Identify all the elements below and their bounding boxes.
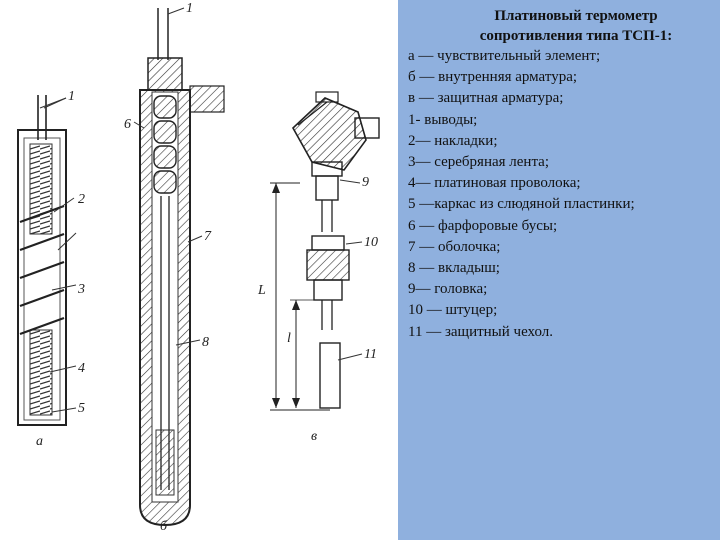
dimension-l: l (287, 331, 291, 346)
callout-b-1: 1 (186, 1, 193, 16)
callout-a-4: 4 (78, 361, 85, 376)
callout-a-5: 5 (78, 401, 85, 416)
callout-a-3: 3 (77, 282, 85, 297)
panel-letter-v: в (311, 429, 317, 444)
legend-panel: Платиновый термометр сопротивления типа … (398, 0, 720, 540)
callout-v-10: 10 (364, 235, 378, 250)
panel-letter-b: б (160, 519, 168, 534)
legend-item: 7 — оболочка; (408, 238, 501, 255)
protective-armature-drawing: 9 10 11 L l в (257, 91, 380, 444)
legend-item: 10 — штуцер; (408, 302, 498, 319)
legend-item: 4— платиновая проволока; (408, 175, 581, 192)
legend-item: 5 —каркас из слюдяной пластинки; (408, 196, 635, 213)
legend-item: 9— головка; (408, 281, 488, 298)
callout-v-9: 9 (362, 175, 369, 190)
dimension-L: L (257, 283, 266, 298)
callout-b-7: 7 (204, 229, 212, 244)
title-line-2: сопротивления типа ТСП-1: (479, 28, 673, 44)
legend-item: 8 — вкладыш; (408, 260, 500, 277)
legend-item: 2— накладки; (408, 132, 498, 149)
sensing-element-drawing: 1 2 3 4 5 а (17, 89, 85, 449)
thermometer-drawing: 1 2 3 4 5 а 1 6 7 8 б (17, 1, 380, 534)
inner-armature-drawing: 1 6 7 8 б (124, 1, 225, 534)
legend-item: а — чувствительный элемент; (408, 48, 601, 64)
title-line-1: Платиновый термометр (494, 8, 658, 24)
legend-item: 1- выводы; (408, 111, 478, 128)
legend-item: в — защитная арматура; (408, 90, 564, 107)
legend-item: 11 — защитный чехол. (408, 323, 554, 340)
callout-a-2: 2 (78, 192, 85, 207)
panel-letter-a: а (36, 434, 43, 449)
callout-b-8: 8 (202, 335, 209, 350)
legend-item: 3— серебряная лента; (408, 154, 550, 171)
callout-a-1: 1 (68, 89, 75, 104)
callout-v-11: 11 (364, 347, 377, 362)
legend-item: 6 — фарфоровые бусы; (408, 217, 558, 234)
legend-item: б — внутренняя арматура; (408, 69, 578, 86)
callout-b-6: 6 (124, 117, 131, 132)
